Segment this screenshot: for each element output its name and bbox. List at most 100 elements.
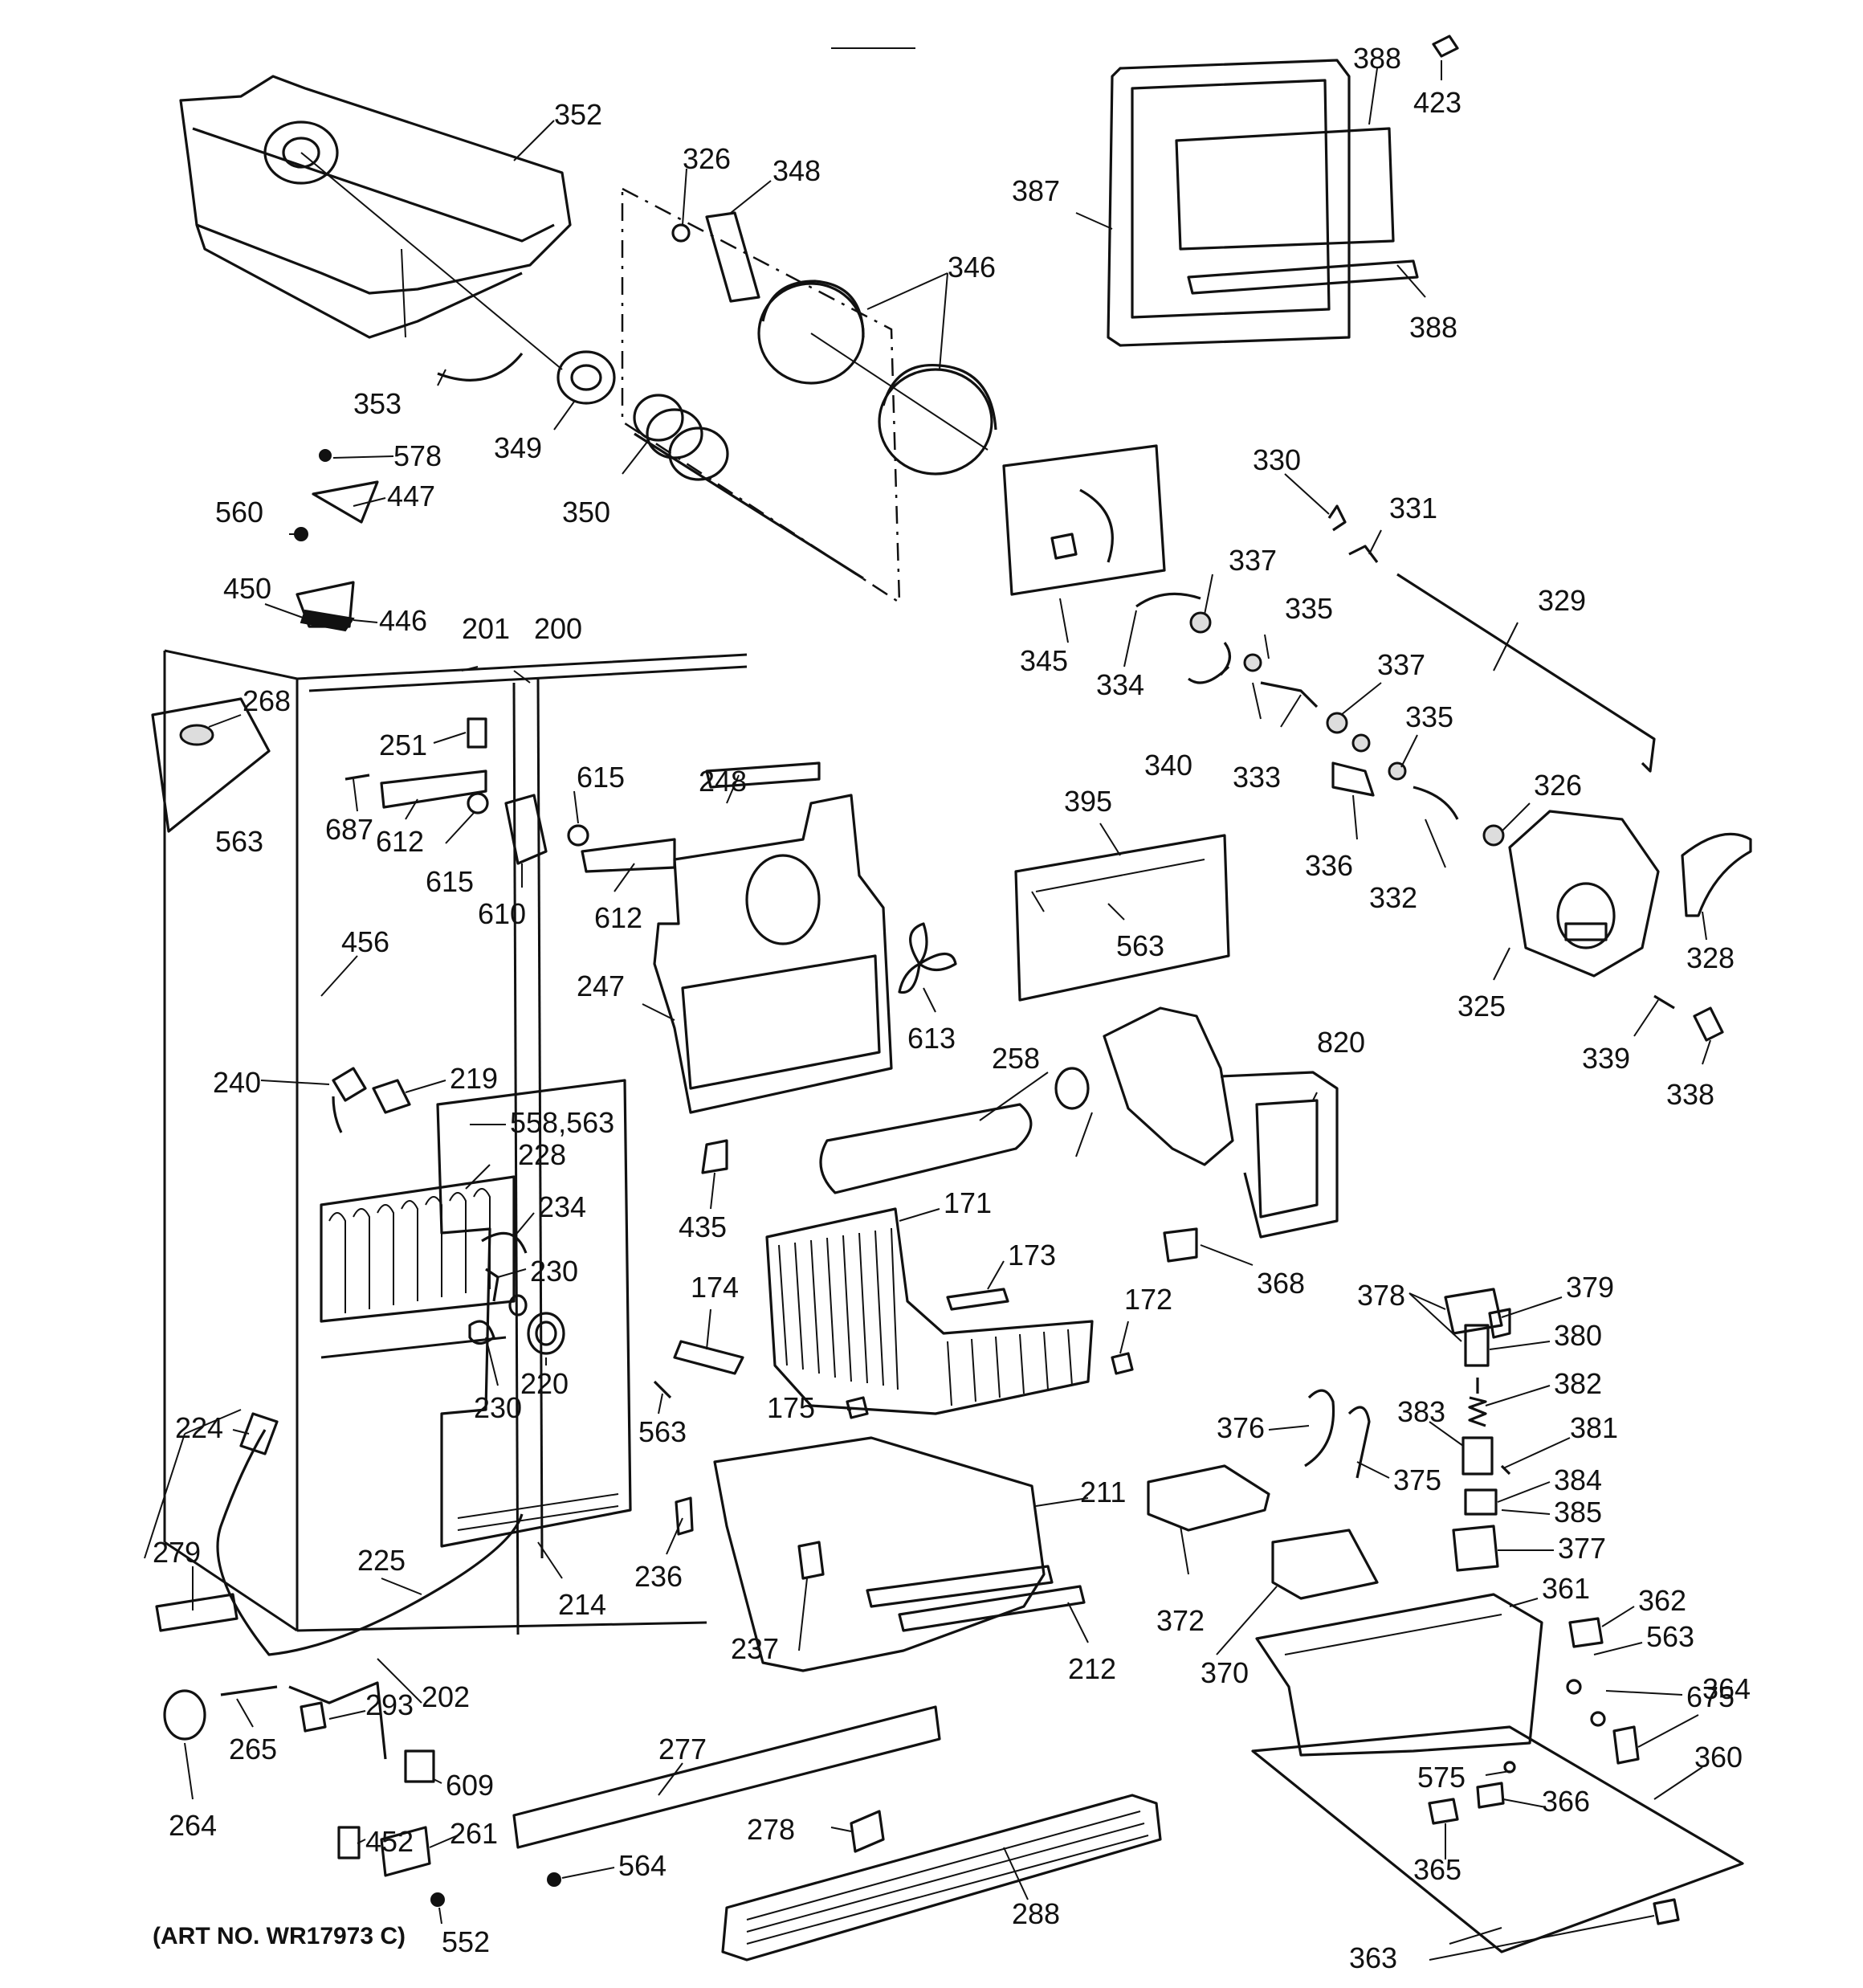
label-366: 366: [1542, 1785, 1590, 1818]
label-212: 212: [1068, 1652, 1116, 1685]
label-278: 278: [747, 1813, 795, 1846]
switch-610-drawing: [504, 794, 548, 865]
label-380: 380: [1554, 1319, 1602, 1352]
label-615: 615: [577, 761, 625, 794]
label-248: 248: [699, 765, 747, 798]
label-387: 387: [1012, 174, 1060, 207]
label-612: 612: [376, 825, 424, 858]
label-575: 575: [1417, 1761, 1466, 1794]
label-329: 329: [1538, 584, 1586, 617]
label-202: 202: [422, 1680, 470, 1713]
label-609: 609: [446, 1769, 494, 1802]
label-336: 336: [1305, 849, 1353, 882]
label-251: 251: [379, 729, 427, 761]
label-381: 381: [1570, 1411, 1618, 1444]
label-339: 339: [1582, 1042, 1630, 1075]
label-328: 328: [1686, 941, 1735, 974]
label-388: 388: [1409, 311, 1457, 344]
label-200: 200: [534, 612, 582, 645]
label-446: 446: [379, 604, 427, 637]
label-377: 377: [1558, 1532, 1606, 1565]
cabinet-outline-drawing: [163, 649, 748, 1635]
auger-spring-350-drawing: [633, 394, 864, 580]
evaporator-228-drawing: [320, 1175, 516, 1359]
label-820: 820: [1317, 1026, 1365, 1059]
label-563: 563: [1116, 929, 1164, 962]
label-560: 560: [215, 496, 263, 529]
label-172: 172: [1124, 1283, 1172, 1316]
ice-bucket-352-drawing: [179, 75, 572, 370]
fan-613-drawing: [898, 922, 957, 994]
label-333: 333: [1233, 761, 1281, 794]
label-395: 395: [1064, 785, 1112, 818]
label-230: 230: [474, 1391, 522, 1424]
label-370: 370: [1201, 1656, 1249, 1689]
label-379: 379: [1566, 1271, 1614, 1304]
label-675: 675: [1686, 1680, 1735, 1713]
label-331: 331: [1389, 492, 1437, 525]
label-337: 337: [1229, 544, 1277, 577]
label-456: 456: [341, 925, 389, 958]
label-346: 346: [948, 251, 996, 284]
label-261: 261: [450, 1817, 498, 1850]
label-612: 612: [594, 901, 642, 934]
label-268: 268: [243, 684, 291, 717]
label-335: 335: [1405, 700, 1453, 733]
label-265: 265: [229, 1733, 277, 1766]
label-353: 353: [353, 387, 402, 420]
shroud-247-drawing: [653, 794, 893, 1114]
label-264: 264: [169, 1809, 217, 1842]
label-563: 563: [215, 825, 263, 858]
label-360: 360: [1694, 1741, 1743, 1774]
label-277: 277: [658, 1733, 707, 1766]
label-365: 365: [1413, 1853, 1461, 1886]
label-350: 350: [562, 496, 610, 529]
tube-225-drawing: [216, 1429, 524, 1656]
label-382: 382: [1554, 1367, 1602, 1400]
label-240: 240: [213, 1066, 261, 1099]
label-385: 385: [1554, 1496, 1602, 1529]
label-326: 326: [683, 142, 731, 175]
label-236: 236: [634, 1560, 683, 1593]
label-228: 228: [518, 1138, 566, 1171]
motor-325-drawing: [1508, 810, 1660, 978]
label-293: 293: [365, 1688, 414, 1721]
label-337: 337: [1377, 648, 1425, 681]
ice-maker-820-drawing: [1054, 1006, 1339, 1239]
plate-345-drawing: [1002, 444, 1166, 596]
label-211: 211: [1080, 1476, 1126, 1508]
label-384: 384: [1554, 1463, 1602, 1496]
auger-346-drawing: [757, 280, 997, 476]
label-564: 564: [618, 1849, 667, 1882]
label-220: 220: [520, 1367, 569, 1400]
part-423-drawing: [1432, 35, 1459, 58]
label-558-563: 558,563: [510, 1106, 614, 1139]
label-326: 326: [1534, 769, 1582, 802]
label-201: 201: [462, 612, 510, 645]
label-224: 224: [175, 1411, 223, 1444]
part-268-drawing: [151, 697, 271, 833]
label-247: 247: [577, 970, 625, 1002]
label-435: 435: [679, 1210, 727, 1243]
label-349: 349: [494, 431, 542, 464]
label-447: 447: [387, 480, 435, 512]
label-174: 174: [691, 1271, 739, 1304]
label-376: 376: [1217, 1411, 1265, 1444]
label-173: 173: [1008, 1239, 1056, 1272]
label-171: 171: [944, 1186, 992, 1219]
label-563: 563: [638, 1415, 687, 1448]
label-219: 219: [450, 1062, 498, 1095]
label-361: 361: [1542, 1572, 1590, 1605]
label-372: 372: [1156, 1604, 1205, 1637]
label-363: 363: [1349, 1941, 1397, 1974]
label-615: 615: [426, 865, 474, 898]
label-225: 225: [357, 1544, 406, 1577]
label-364: 364: [1702, 1672, 1751, 1705]
label-687: 687: [325, 813, 373, 846]
label-335: 335: [1285, 592, 1333, 625]
base-361-drawing: [1255, 1593, 1543, 1757]
label-552: 552: [442, 1925, 490, 1958]
label-563: 563: [1646, 1620, 1694, 1653]
pan-360-drawing: [1251, 1725, 1744, 1953]
part-370-drawing: [1271, 1529, 1379, 1600]
